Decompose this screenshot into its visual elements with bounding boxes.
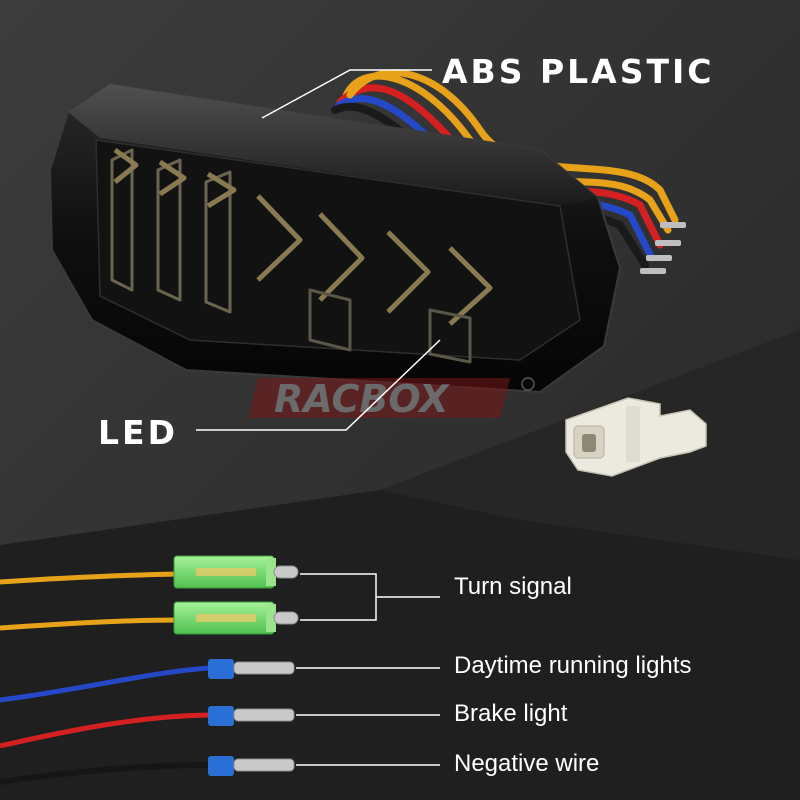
label-negative-wire: Negative wire	[454, 750, 600, 777]
callout-lines	[196, 69, 441, 431]
label-turn-signal: Turn signal	[454, 573, 572, 600]
led-chevrons	[110, 147, 493, 364]
label-brake-light: Brake light	[454, 700, 568, 727]
housing-top-face	[68, 84, 598, 206]
callout-led: LED	[98, 413, 178, 452]
wire-terminals	[640, 222, 686, 274]
bullet-terminal	[273, 565, 299, 579]
crimp-terminal	[233, 708, 295, 722]
connector-plug	[565, 397, 707, 477]
drl-wire	[0, 659, 295, 703]
watermark-logo: RACBOX	[248, 377, 535, 421]
wire-leader-lines	[296, 573, 440, 766]
crimp-terminal	[233, 758, 295, 772]
crimp-terminal	[233, 661, 295, 675]
tail-light-housing	[48, 82, 622, 394]
brake-wire	[0, 706, 295, 749]
callout-abs-plastic: ABS PLASTIC	[442, 52, 715, 91]
turn-signal-wires	[0, 555, 299, 635]
label-daytime-running-lights: Daytime running lights	[454, 652, 692, 679]
negative-wire	[0, 756, 295, 785]
bullet-terminal	[273, 611, 299, 625]
